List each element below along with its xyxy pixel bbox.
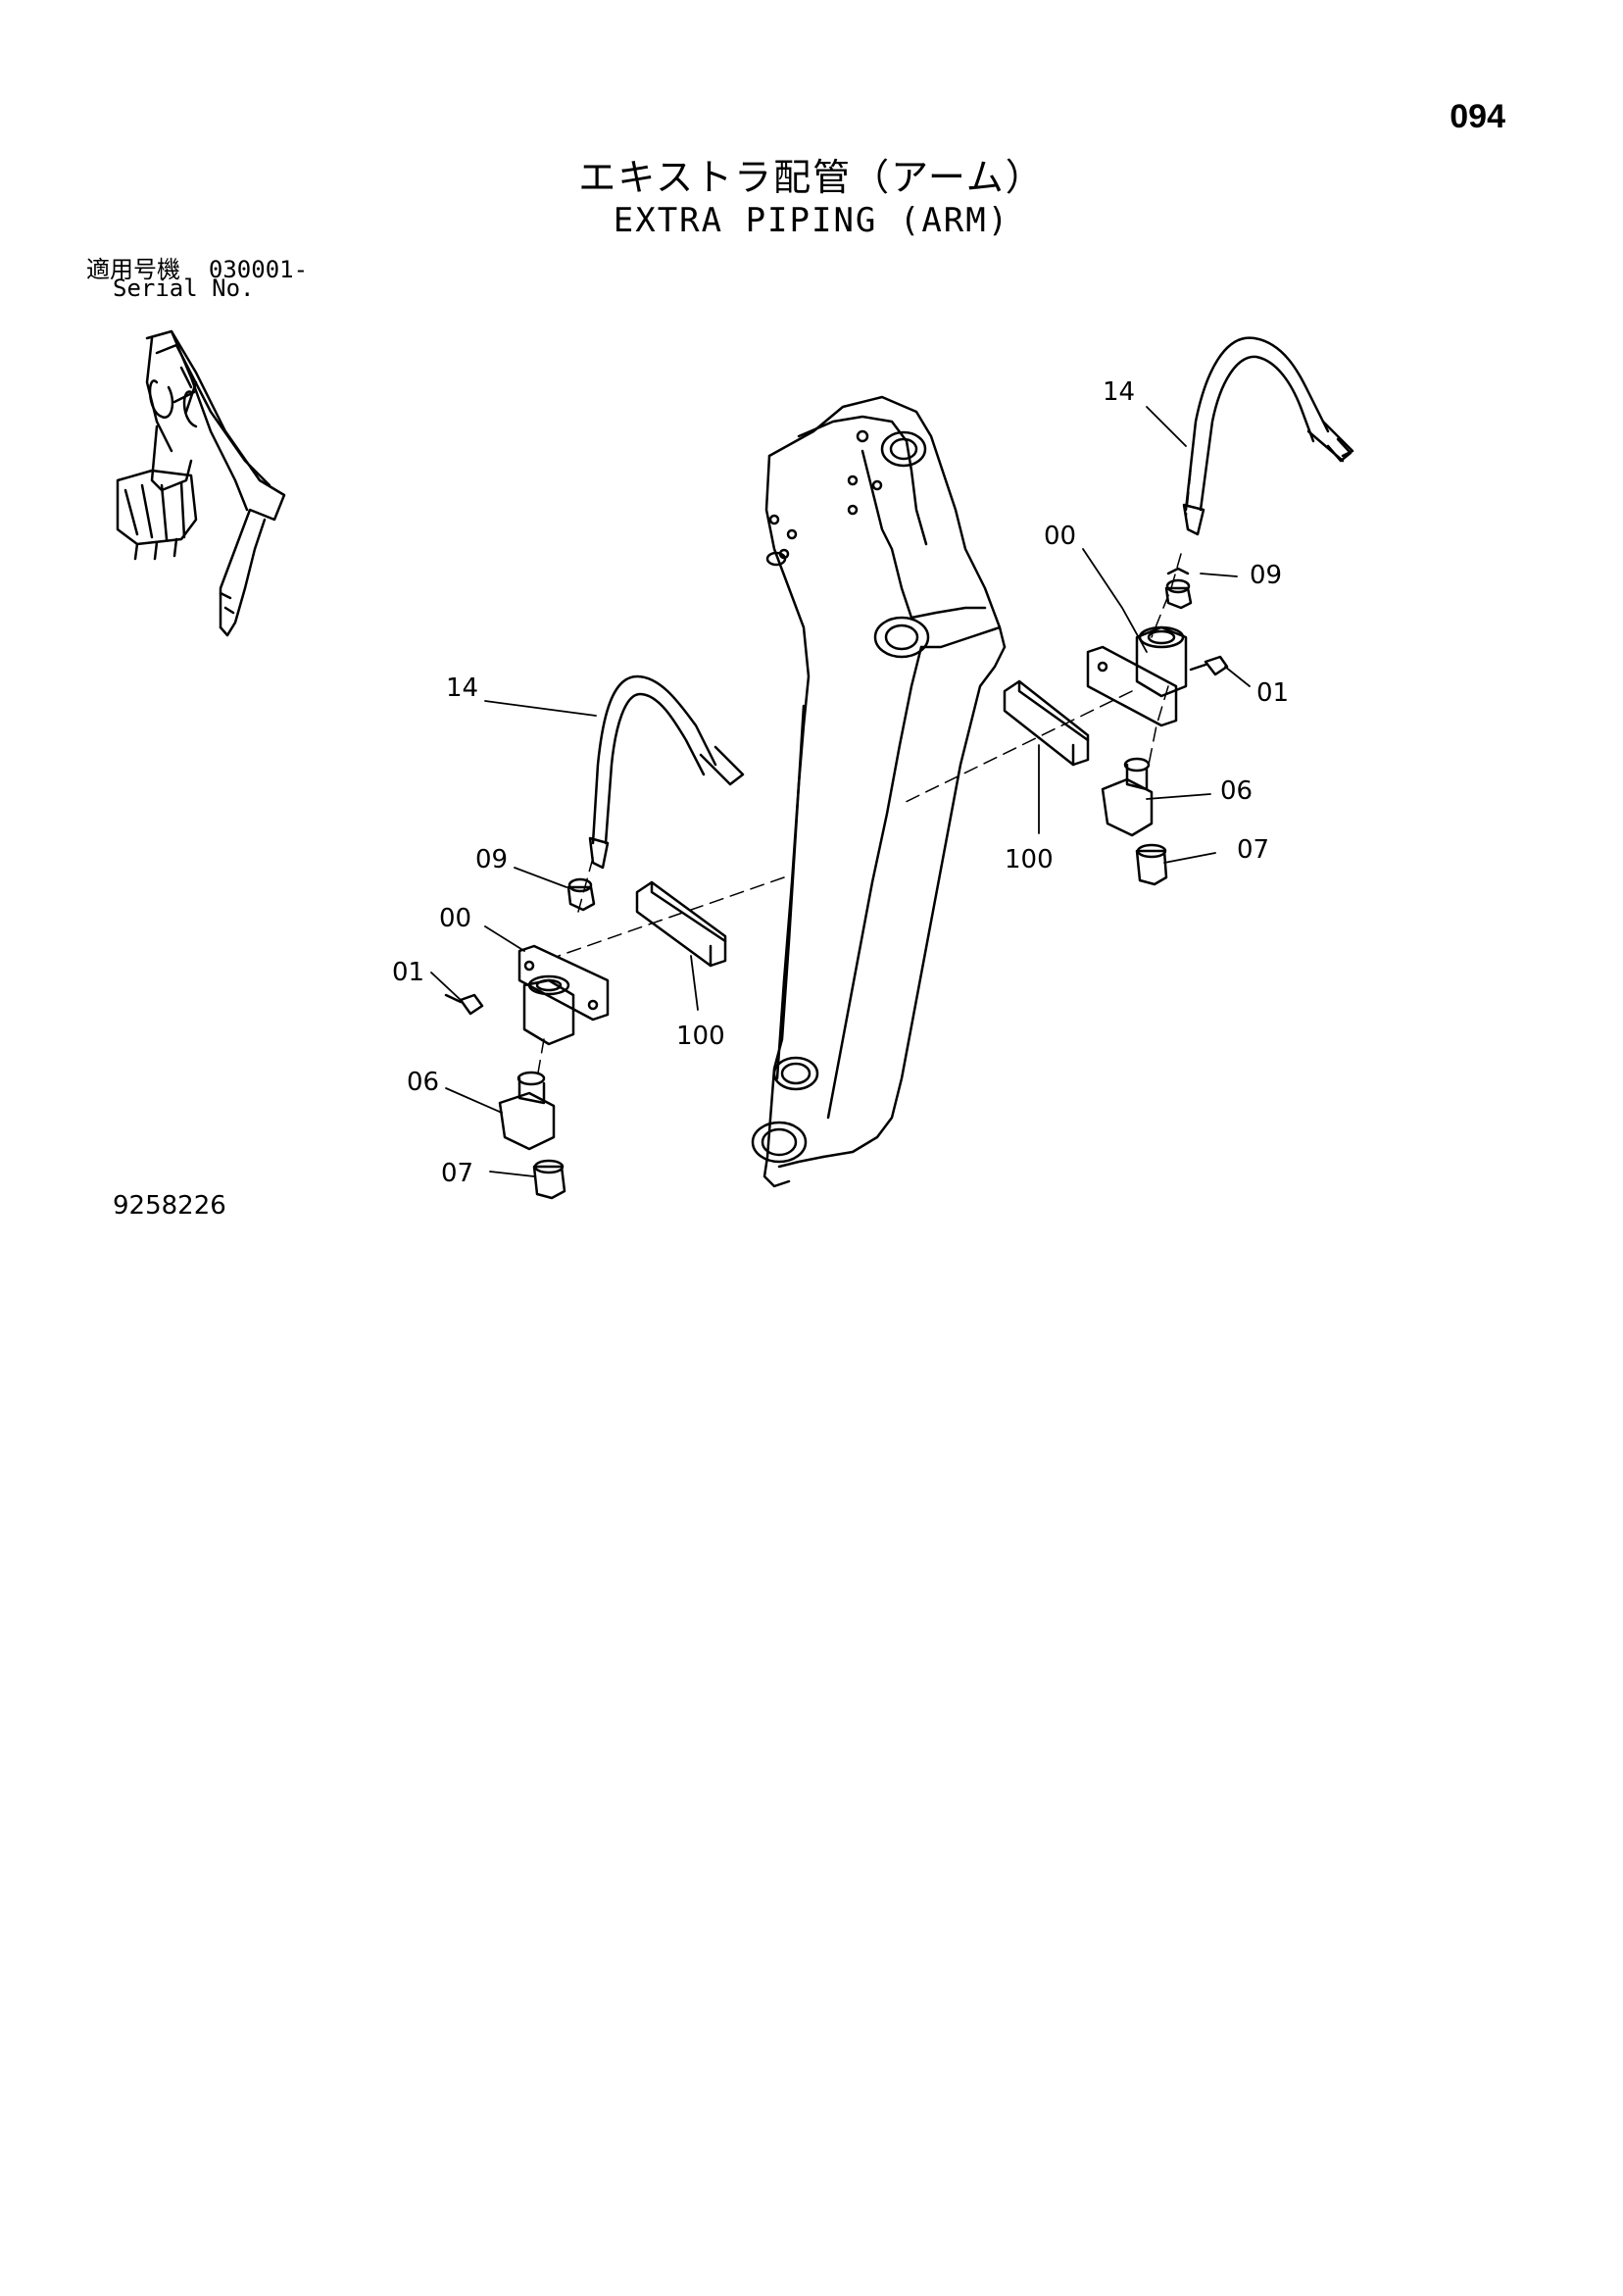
arm-body — [751, 395, 1007, 1188]
hose-right — [1182, 336, 1354, 536]
callout-cap-right: 07 — [1237, 835, 1269, 865]
assembly-lines — [536, 470, 1192, 1079]
block-right — [1086, 625, 1188, 727]
callout-block-left: 00 — [439, 904, 471, 933]
leader-lines — [430, 406, 1251, 1177]
callout-hose-left: 14 — [446, 674, 478, 703]
serial-value: 030001- — [208, 256, 309, 283]
serial-label-japanese: 適用号機 030001- — [86, 250, 308, 284]
callout-block-right: 00 — [1044, 522, 1076, 551]
hose-left — [588, 674, 745, 870]
page-title-english: EXTRA PIPING (ARM) — [613, 201, 1010, 240]
excavator-thumbnail — [116, 329, 286, 637]
elbow-right — [1101, 757, 1154, 837]
block-left — [517, 944, 610, 1046]
callout-adapter-right: 09 — [1250, 561, 1282, 590]
bolt-right — [1189, 655, 1229, 676]
callout-cap-left: 07 — [441, 1159, 473, 1188]
bolt-left — [444, 993, 484, 1016]
callout-spacer-left: 100 — [676, 1022, 725, 1051]
spacer-left — [635, 880, 727, 968]
cap-left — [532, 1159, 566, 1200]
callout-spacer-right: 100 — [1005, 845, 1054, 874]
callout-elbow-right: 06 — [1220, 776, 1253, 806]
drawing-number: 9258226 — [113, 1191, 226, 1221]
callout-adapter-left: 09 — [475, 845, 508, 874]
elbow-left — [498, 1071, 556, 1151]
serial-label-english: Serial No. — [113, 275, 255, 302]
page-number: 094 — [1450, 98, 1505, 135]
cap-right — [1135, 843, 1168, 886]
adapter-right — [1164, 567, 1193, 610]
callout-elbow-left: 06 — [407, 1068, 439, 1097]
spacer-right — [1003, 679, 1090, 767]
adapter-left — [566, 877, 596, 912]
callout-bolt-left: 01 — [392, 958, 424, 987]
page-title-japanese: エキストラ配管（アーム） — [578, 156, 1045, 199]
callout-hose-right: 14 — [1103, 377, 1135, 407]
serial-label-ja-text: 適用号機 — [86, 256, 180, 283]
callout-bolt-right: 01 — [1256, 678, 1289, 708]
